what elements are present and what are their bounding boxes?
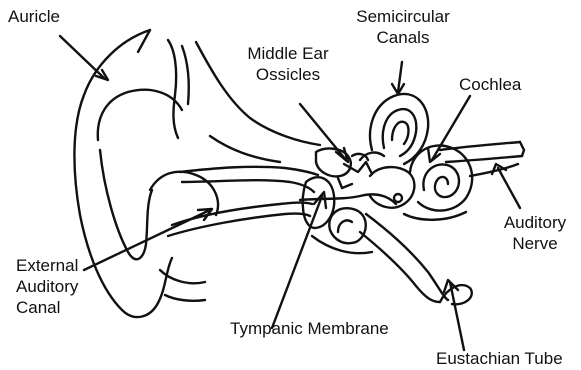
label-cochlea-text: Cochlea	[459, 74, 521, 95]
label-cochlea: Cochlea	[459, 74, 521, 95]
label-external-auditory-canal-line2: Auditory	[16, 276, 78, 297]
label-external-auditory-canal: External Auditory Canal	[16, 255, 78, 318]
eustachian-tube-shape	[360, 214, 472, 304]
ossicles-shape	[316, 149, 372, 188]
label-auditory-nerve-line2: Nerve	[496, 233, 574, 254]
label-middle-ear-ossicles: Middle Ear Ossicles	[240, 43, 336, 85]
label-semicircular-canals: Semicircular Canals	[350, 6, 456, 48]
label-auricle-text: Auricle	[8, 6, 60, 27]
label-eustachian-tube: Eustachian Tube	[436, 348, 563, 369]
label-tympanic-membrane: Tympanic Membrane	[230, 318, 389, 339]
label-semicircular-canals-line1: Semicircular	[350, 6, 456, 27]
label-middle-ear-ossicles-line1: Middle Ear	[240, 43, 336, 64]
label-external-auditory-canal-line1: External	[16, 255, 78, 276]
label-auditory-nerve-line1: Auditory	[496, 212, 574, 233]
label-auditory-nerve: Auditory Nerve	[496, 212, 574, 254]
canal-shape	[168, 136, 318, 236]
label-middle-ear-ossicles-line2: Ossicles	[240, 64, 336, 85]
label-semicircular-canals-line2: Canals	[350, 27, 456, 48]
label-external-auditory-canal-line3: Canal	[16, 297, 78, 318]
label-tympanic-membrane-text: Tympanic Membrane	[230, 318, 389, 339]
label-auricle: Auricle	[8, 6, 60, 27]
label-eustachian-tube-text: Eustachian Tube	[436, 348, 563, 369]
